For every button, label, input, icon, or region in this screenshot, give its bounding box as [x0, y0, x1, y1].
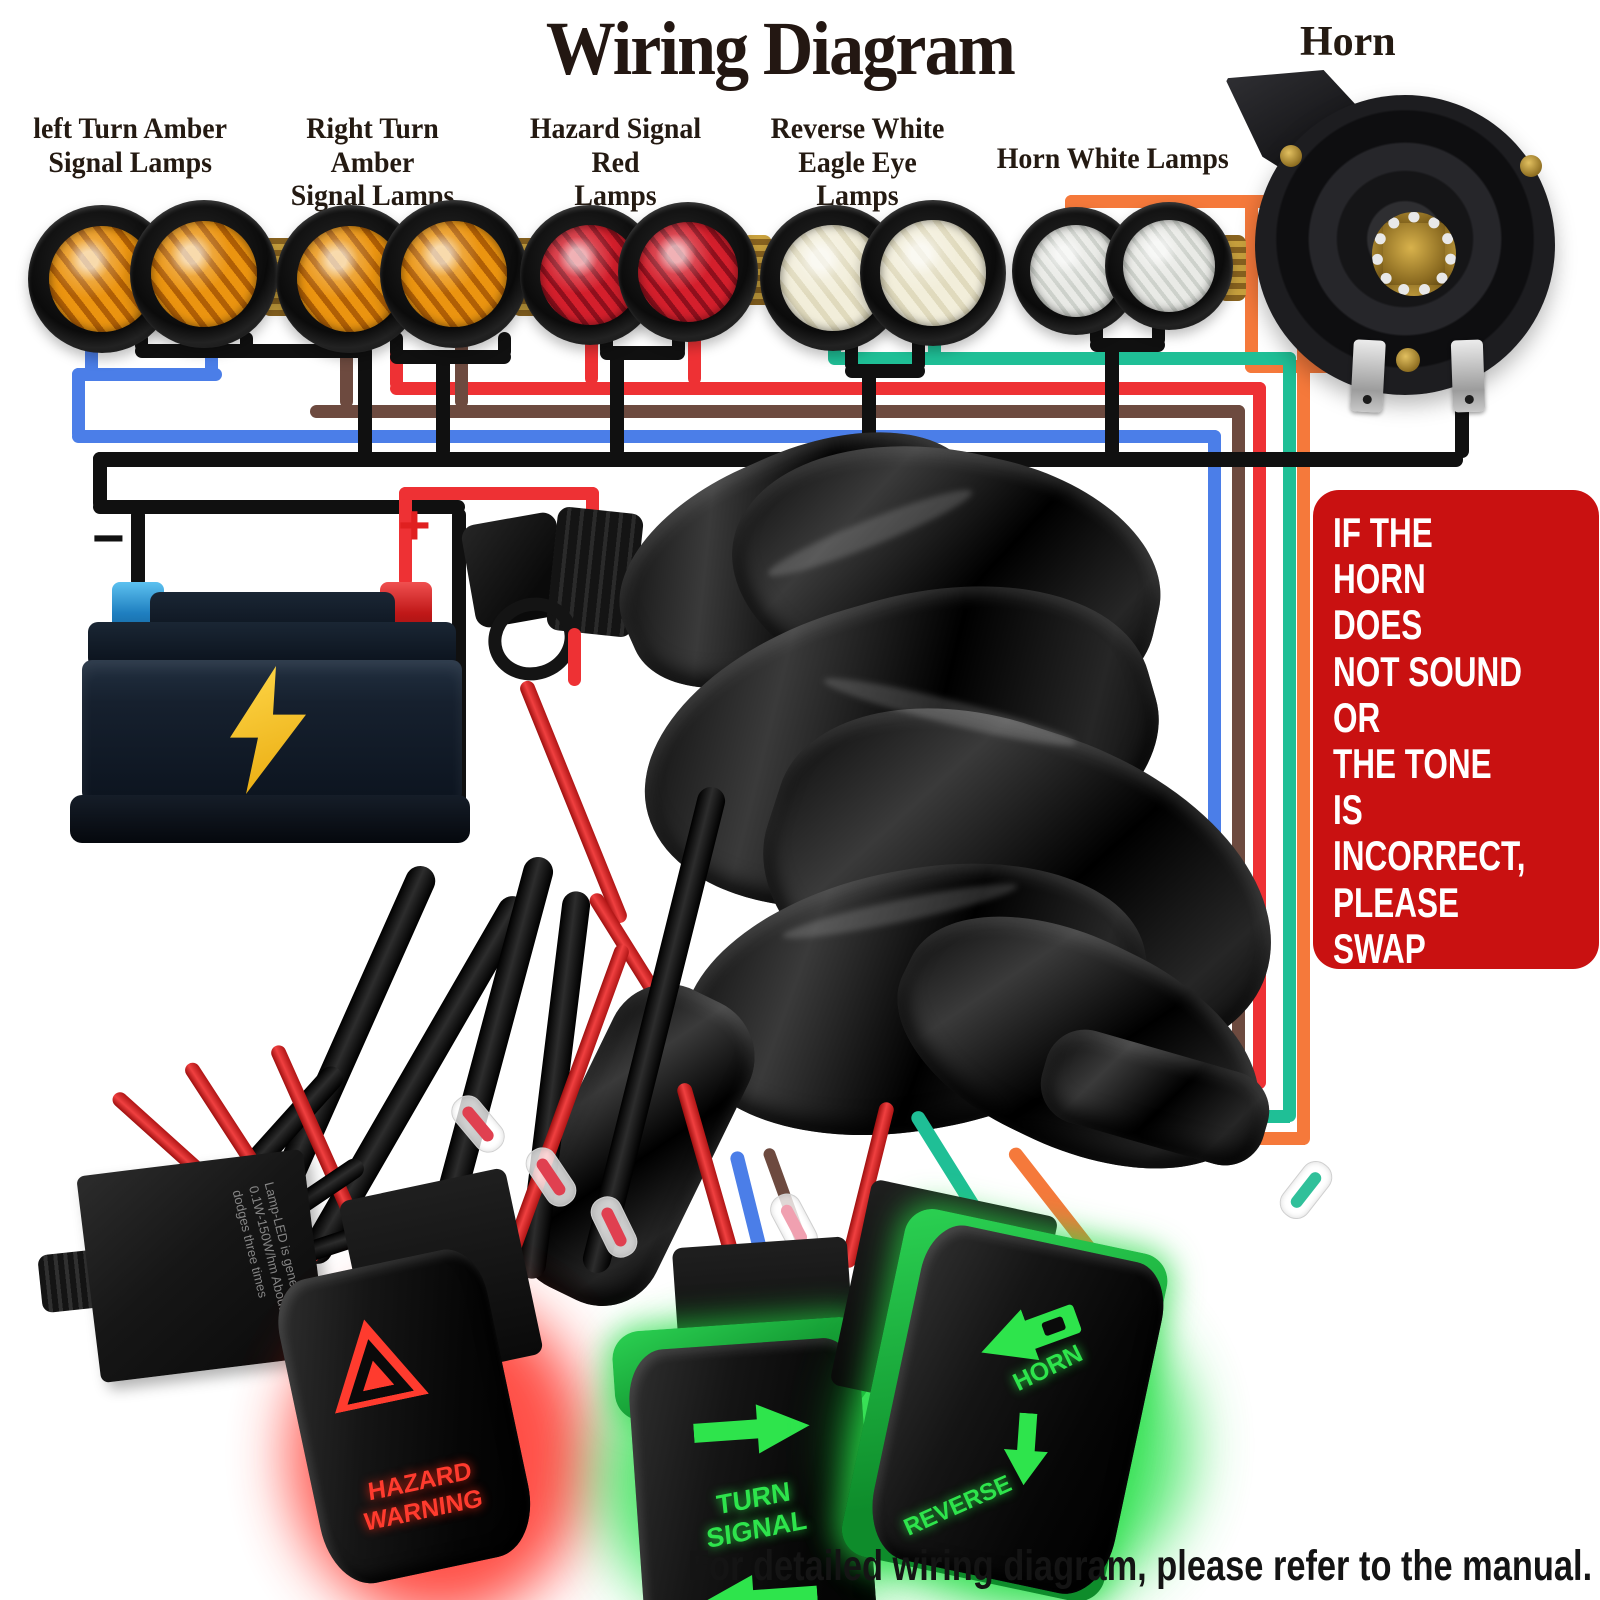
- horn-lamp-2: [1105, 202, 1233, 330]
- wire-brown: [310, 405, 1245, 418]
- arrow-down-icon: [1002, 1412, 1051, 1487]
- horn-terminal-right: [1450, 339, 1486, 413]
- horn-terminal-left: [1350, 339, 1386, 413]
- wire-black: [1105, 338, 1119, 458]
- wire-red: [568, 628, 581, 686]
- reverse-label: Reverse White Eagle Eye Lamps: [770, 112, 945, 213]
- wire-blue: [72, 368, 222, 381]
- wire-black: [610, 346, 624, 458]
- horn-label: Horn: [1300, 19, 1396, 65]
- horn-notice-text: IF THE HORN DOES NOT SOUND OR THE TONE I…: [1333, 509, 1526, 1295]
- wire-black: [436, 350, 450, 458]
- wire-black: [93, 452, 107, 510]
- screw: [1520, 155, 1542, 177]
- wire-black-battery-negative: [131, 508, 145, 588]
- battery-negative-symbol: −: [92, 506, 125, 569]
- left-turn-label: left Turn Amber Signal Lamps: [33, 112, 227, 179]
- hazard-switch-label: HAZARD WARNING: [362, 1456, 485, 1537]
- hazard-lamp-2: [618, 202, 758, 342]
- amber-lens: [150, 220, 258, 328]
- red-lens: [637, 221, 739, 323]
- reverse-switch-label: REVERSE: [899, 1470, 1016, 1542]
- wire-red: [399, 487, 599, 500]
- wire-orange: [1297, 195, 1310, 1145]
- wire-black: [845, 364, 925, 378]
- battery-positive-symbol: +: [398, 493, 431, 556]
- clear-lens: [1122, 219, 1216, 313]
- wire-black: [93, 500, 465, 514]
- wire-red: [390, 382, 1266, 395]
- page-title: Wiring Diagram: [545, 7, 1016, 91]
- reverse-lamp-2: [860, 200, 1006, 346]
- wire-brown: [455, 330, 468, 408]
- wire-blue: [72, 430, 1221, 443]
- battery-base: [70, 795, 470, 843]
- screw: [1280, 145, 1302, 167]
- wire-blue: [72, 368, 85, 440]
- wire-black: [390, 350, 511, 364]
- footer-note: For detailed wiring diagram, please refe…: [688, 1542, 1593, 1590]
- wire-orange: [1245, 195, 1258, 373]
- horn-hub: [1372, 212, 1456, 296]
- amber-lens: [400, 220, 508, 328]
- screw: [1396, 348, 1420, 372]
- wire-red-battery-positive: [399, 487, 412, 587]
- horn-notice-box: IF THE HORN DOES NOT SOUND OR THE TONE I…: [1313, 490, 1599, 1295]
- left-turn-lamp-2: [130, 200, 278, 348]
- right-turn-label: Right Turn Amber Signal Lamps: [290, 112, 455, 213]
- right-turn-lamp-2: [380, 200, 528, 348]
- arrow-right-icon: [692, 1397, 812, 1461]
- wire-black: [1090, 338, 1165, 352]
- hazard-label: Hazard Signal Red Lamps: [529, 112, 702, 213]
- wire-black: [135, 344, 371, 358]
- wire-teal: [828, 352, 1296, 365]
- amber-lens: [296, 225, 404, 333]
- wire-black: [358, 344, 372, 459]
- wire-teal: [1283, 352, 1296, 1122]
- horn-lamps-label: Horn White Lamps: [996, 142, 1229, 175]
- white-lens: [880, 220, 986, 326]
- bullet-connector: [1273, 1154, 1339, 1226]
